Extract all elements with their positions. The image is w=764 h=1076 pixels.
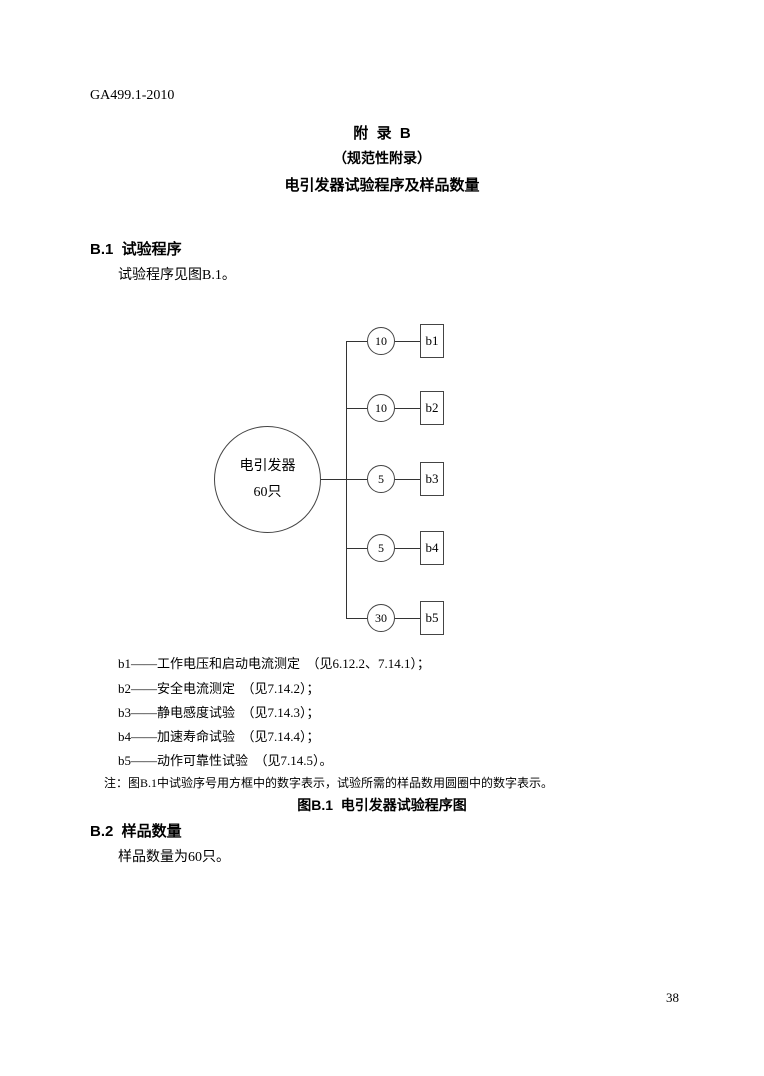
test-box-label: b1 bbox=[425, 333, 439, 348]
legend-item: b2——安全电流测定 （见7.14.2）； bbox=[118, 681, 320, 696]
section-b2-heading: B.2 样品数量 bbox=[90, 823, 182, 840]
branch-line bbox=[346, 408, 367, 409]
count-label: 5 bbox=[378, 471, 384, 486]
test-box-label: b5 bbox=[425, 610, 439, 625]
branch-link-line bbox=[395, 618, 420, 619]
test-box: b4 bbox=[420, 531, 444, 565]
test-box-label: b4 bbox=[425, 540, 439, 555]
test-box-label: b2 bbox=[425, 400, 439, 415]
count-label: 10 bbox=[375, 333, 387, 348]
count-circle: 10 bbox=[367, 327, 395, 355]
branch-line bbox=[346, 479, 367, 480]
section-b1-heading: B.1 试验程序 bbox=[90, 241, 182, 258]
branch-link-line bbox=[395, 479, 420, 480]
appendix-title: 附 录 B bbox=[353, 125, 411, 142]
page-number: 38 bbox=[666, 990, 679, 1005]
figure-note: 注：图B.1中试验序号用方框中的数字表示，试验所需的样品数用圆圈中的数字表示。 bbox=[104, 776, 554, 790]
branch-link-line bbox=[395, 341, 420, 342]
section-b1-body: 试验程序见图B.1。 bbox=[118, 268, 236, 283]
count-circle: 5 bbox=[367, 534, 395, 562]
count-circle: 5 bbox=[367, 465, 395, 493]
appendix-heading: 电引发器试验程序及样品数量 bbox=[284, 177, 480, 194]
branch-line bbox=[346, 341, 367, 342]
branch-link-line bbox=[395, 408, 420, 409]
count-label: 5 bbox=[378, 540, 384, 555]
source-node-count: 60只 bbox=[253, 484, 282, 500]
count-circle: 10 bbox=[367, 394, 395, 422]
legend-item: b1——工作电压和启动电流测定 （见6.12.2、7.14.1）； bbox=[118, 656, 431, 671]
test-box-label: b3 bbox=[425, 471, 439, 486]
legend-item: b4——加速寿命试验 （见7.14.4）； bbox=[118, 729, 320, 744]
legend-item: b5——动作可靠性试验 （见7.14.5）。 bbox=[118, 753, 333, 768]
source-node-label: 电引发器 bbox=[239, 458, 296, 474]
count-label: 30 bbox=[375, 610, 387, 625]
count-label: 10 bbox=[375, 400, 387, 415]
connector-line bbox=[321, 479, 346, 480]
test-box: b3 bbox=[420, 462, 444, 496]
doc-number: GA499.1-2010 bbox=[90, 88, 175, 103]
appendix-subtitle: （规范性附录） bbox=[333, 150, 431, 166]
figure-caption: 图B.1 电引发器试验程序图 bbox=[297, 797, 467, 813]
legend-item: b3——静电感度试验 （见7.14.3）； bbox=[118, 705, 320, 720]
test-box: b1 bbox=[420, 324, 444, 358]
section-b2-body: 样品数量为60只。 bbox=[118, 850, 230, 865]
test-box: b5 bbox=[420, 601, 444, 635]
test-box: b2 bbox=[420, 391, 444, 425]
count-circle: 30 bbox=[367, 604, 395, 632]
branch-link-line bbox=[395, 548, 420, 549]
branch-line bbox=[346, 548, 367, 549]
source-node: 电引发器 60只 bbox=[214, 426, 321, 533]
branch-line bbox=[346, 618, 367, 619]
